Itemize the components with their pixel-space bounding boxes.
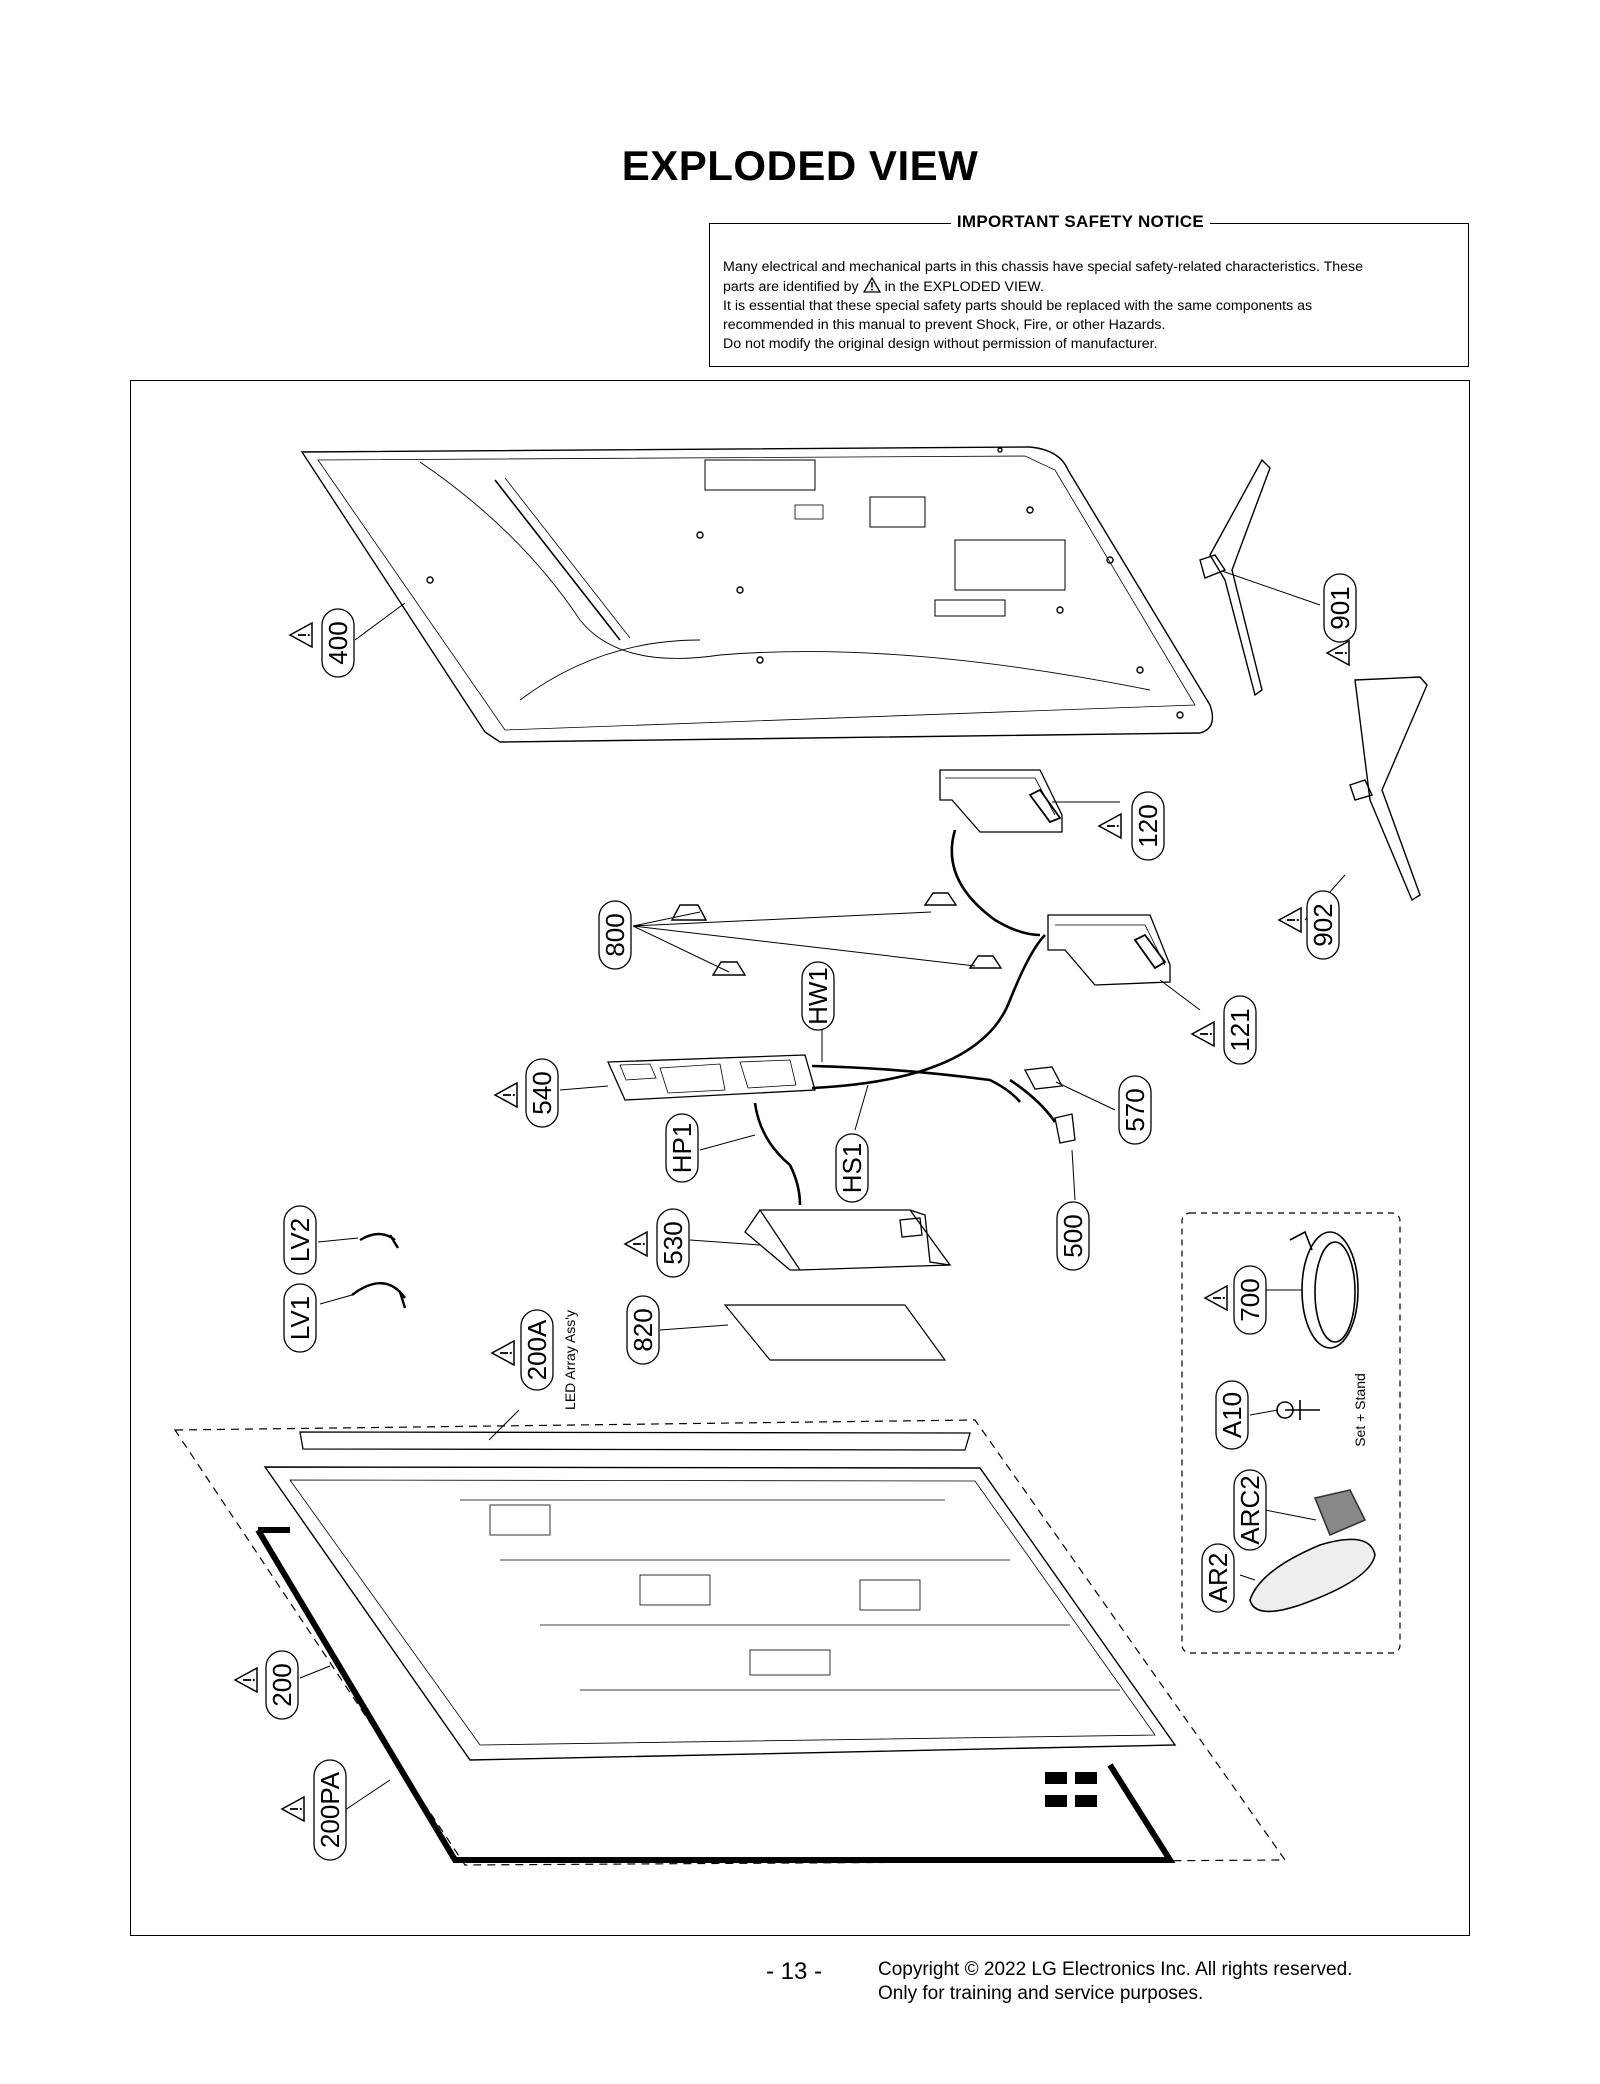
- notice-line-3: It is essential that these special safet…: [723, 298, 1313, 314]
- page-title: EXPLODED VIEW: [621, 142, 979, 189]
- label-lv2: LV2: [285, 1218, 315, 1262]
- label-500: 500: [1058, 1214, 1088, 1257]
- back-cover-part: [300, 446, 1214, 743]
- power-board-parts: [939, 769, 1171, 986]
- callout-530: 530: [656, 1208, 690, 1278]
- callout-800: 800: [598, 900, 632, 970]
- label-200: 200: [267, 1663, 297, 1706]
- label-902: 902: [1308, 903, 1338, 946]
- label-200a: 200A: [522, 1319, 552, 1380]
- callout-ar2: AR2: [1201, 1543, 1235, 1613]
- callout-820: 820: [626, 1295, 660, 1365]
- copyright-block: Copyright © 2022 LG Electronics Inc. All…: [878, 1958, 1352, 2006]
- callout-121: 121: [1223, 995, 1257, 1065]
- label-hw1: HW1: [803, 967, 833, 1025]
- set-stand-caption: Set + Stand: [1352, 1373, 1368, 1447]
- label-400: 400: [323, 621, 353, 664]
- label-540: 540: [527, 1071, 557, 1114]
- callout-lv1: LV1: [283, 1283, 317, 1353]
- label-800: 800: [600, 913, 630, 956]
- lvds-cables: [351, 1232, 407, 1309]
- safety-notice-box: IMPORTANT SAFETY NOTICE Many electrical …: [709, 212, 1469, 367]
- accessory-parts: [1249, 1230, 1376, 1613]
- copyright-line: Copyright © 2022 LG Electronics Inc. All…: [878, 1959, 1353, 1980]
- label-570: 570: [1120, 1088, 1150, 1131]
- callout-700: 700: [1233, 1265, 1267, 1335]
- label-set-stand: Set + Stand: [1352, 1373, 1368, 1447]
- label-530: 530: [658, 1221, 688, 1264]
- display-panel-part: [263, 1466, 1177, 1761]
- power-supply-part: [744, 1209, 952, 1271]
- panel-dashed-outline: [173, 1419, 1287, 1866]
- callout-200pa: 200PA: [313, 1759, 347, 1861]
- panel-film-marks: [1045, 1772, 1097, 1807]
- safety-notice-text: Many electrical and mechanical parts in …: [723, 258, 1457, 354]
- callout-200: 200: [265, 1650, 299, 1720]
- small-boards-570-500: [1023, 1066, 1076, 1144]
- label-lv1: LV1: [285, 1296, 315, 1340]
- notice-line-1: Many electrical and mechanical parts in …: [723, 259, 1364, 275]
- callout-200a: 200A: [520, 1309, 554, 1391]
- notice-line-2-start: parts are identified by: [723, 279, 859, 295]
- callout-hp1: HP1: [665, 1113, 699, 1183]
- label-200pa: 200PA: [315, 1771, 345, 1848]
- label-a10: A10: [1217, 1392, 1247, 1438]
- main-board-part: [607, 1054, 816, 1101]
- label-120: 120: [1133, 804, 1163, 847]
- callout-902: 902: [1306, 890, 1340, 960]
- panel-protective-film: [255, 1527, 1176, 1863]
- shield-sheet-part: [723, 1304, 947, 1361]
- led-array-part: [299, 1431, 971, 1451]
- led-array-caption: LED Array Ass'y: [562, 1310, 578, 1410]
- callout-lv2: LV2: [283, 1205, 317, 1275]
- callout-570: 570: [1118, 1075, 1152, 1145]
- callout-500: 500: [1056, 1201, 1090, 1271]
- callout-arc2: ARC2: [1233, 1469, 1267, 1551]
- label-700: 700: [1235, 1278, 1265, 1321]
- callout-hs1: HS1: [835, 1133, 869, 1203]
- notice-line-2-end: in the EXPLODED VIEW.: [884, 279, 1044, 295]
- label-led-array: LED Array Ass'y: [562, 1310, 578, 1410]
- usage-line: Only for training and service purposes.: [878, 1983, 1204, 2004]
- safety-notice-title: IMPORTANT SAFETY NOTICE: [950, 212, 1210, 232]
- label-901: 901: [1325, 586, 1355, 629]
- accessories-dashed-box: [1181, 1212, 1401, 1654]
- warning-triangle-icon: [862, 277, 881, 293]
- notice-line-2: parts are identified by in the EXPLODED V…: [723, 277, 1457, 297]
- label-ar2: AR2: [1203, 1553, 1233, 1604]
- label-hs1: HS1: [837, 1143, 867, 1194]
- page-number: - 13 -: [766, 1958, 823, 1985]
- leader-lines: [299, 570, 1346, 1811]
- cable-parts: [753, 829, 1057, 1206]
- label-hp1: HP1: [667, 1123, 697, 1174]
- callout-400: 400: [321, 608, 355, 678]
- callout-a10: A10: [1215, 1380, 1249, 1450]
- callout-540: 540: [525, 1058, 559, 1128]
- callout-hw1: HW1: [801, 961, 835, 1031]
- label-820: 820: [628, 1308, 658, 1351]
- notice-line-4: recommended in this manual to prevent Sh…: [723, 317, 1166, 333]
- bracket-parts: [670, 892, 1003, 976]
- stand-parts: [1199, 458, 1428, 902]
- callout-901: 901: [1323, 573, 1357, 643]
- notice-line-5: Do not modify the original design withou…: [723, 336, 1158, 352]
- label-121: 121: [1225, 1008, 1255, 1051]
- callout-120: 120: [1131, 791, 1165, 861]
- exploded-view-frame: [130, 380, 1470, 1936]
- label-arc2: ARC2: [1235, 1475, 1265, 1544]
